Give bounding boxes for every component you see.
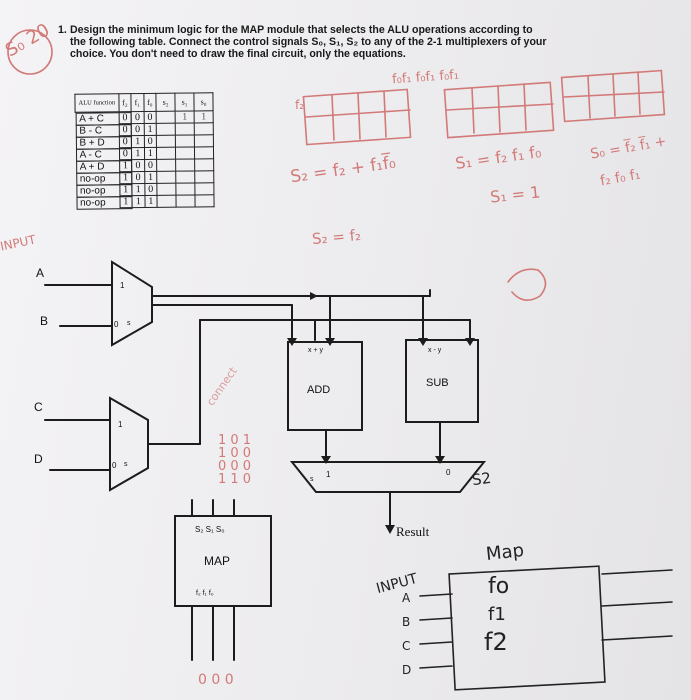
sub-block xyxy=(405,339,479,423)
margin-scribble xyxy=(507,268,547,301)
side-bit-row: 1 0 1 xyxy=(218,433,252,448)
input-d-label: D xyxy=(34,452,43,466)
result-label: Result xyxy=(396,524,430,539)
mux-top-shape xyxy=(111,260,153,347)
mux-bottom-shape xyxy=(109,396,149,492)
question-text: 1. Design the minimum logic for the MAP … xyxy=(58,24,590,60)
sub-label: SUB xyxy=(426,377,449,389)
input-c-label: C xyxy=(34,400,43,414)
hand-out-wire xyxy=(601,569,673,575)
question-line-2: the following table. Connect the control… xyxy=(70,36,547,48)
side-bit-row: 1 1 0 xyxy=(218,472,252,487)
hand-out-wire xyxy=(601,635,673,641)
s2-output-note: S2 xyxy=(470,468,493,490)
map-select-labels: S₂ S₁ S₀ xyxy=(195,525,225,534)
hand-wire-c xyxy=(419,641,453,645)
kmap-2-grid xyxy=(446,103,554,111)
arrow-add-x xyxy=(287,338,297,346)
handwritten-map-title: Map xyxy=(485,540,525,565)
arrow-sub-out xyxy=(435,456,445,464)
arrow-add-out xyxy=(321,456,331,464)
out-mux-sel: s xyxy=(310,476,314,483)
mux-bottom-in0: 0 xyxy=(112,461,117,470)
arrow-sub-x xyxy=(418,338,428,346)
kmap-2-grid xyxy=(471,87,475,134)
output-bits-note: 0 0 0 xyxy=(198,672,234,688)
hand-input-a: A xyxy=(402,591,411,605)
map-label: MAP xyxy=(204,554,231,568)
handwritten-inputs: A B C D xyxy=(402,586,411,682)
arrow-add-y xyxy=(325,338,335,346)
input-a-label: A xyxy=(36,266,45,280)
hand-input-b: B xyxy=(402,615,411,629)
hand-input-c: C xyxy=(402,639,411,653)
question-number: 1. xyxy=(58,24,67,36)
mux-top-in1: 1 xyxy=(120,281,125,290)
out-mux-in0: 0 xyxy=(446,468,451,477)
hand-wire-a xyxy=(419,593,453,597)
handwritten-f0: fo xyxy=(488,574,510,599)
handwritten-f1: f1 xyxy=(488,604,506,625)
mux-bottom-sel: s xyxy=(124,461,128,468)
handwritten-f2: f2 xyxy=(484,628,508,656)
kmap-1 xyxy=(302,88,412,146)
map-block xyxy=(174,515,272,607)
kmap-side-note: f₂ xyxy=(295,98,305,112)
question-line-3: choice. You don't need to draw the final… xyxy=(70,48,406,60)
map-input-labels: f₂ f₁ f₀ xyxy=(196,590,214,597)
mux-top-sel: s xyxy=(127,320,131,327)
hand-wire-b xyxy=(419,617,453,621)
handwritten-map-box xyxy=(448,565,606,691)
input-b-label: B xyxy=(40,314,49,328)
kmap-1-grid xyxy=(305,109,411,118)
kmap-2-grid xyxy=(497,85,501,133)
kmap-1-grid xyxy=(383,90,387,138)
sub-ports-label: x - y xyxy=(428,347,442,354)
mux-top-in0: 0 xyxy=(114,320,119,329)
kmap-3-grid xyxy=(563,91,665,98)
hand-input-d: D xyxy=(402,663,412,677)
hand-out-wire xyxy=(601,601,673,607)
add-label: ADD xyxy=(307,384,331,396)
kmap-1-grid xyxy=(357,92,361,140)
question-line-1: Design the minimum logic for the MAP mod… xyxy=(70,24,533,36)
arrow-sub-y xyxy=(465,338,475,346)
kmap-3-grid xyxy=(587,75,591,119)
side-bit-row: 1 0 0 xyxy=(218,446,252,461)
kmap-1-grid xyxy=(331,94,335,141)
margin-scribble xyxy=(7,29,53,75)
side-bit-notes: 1 0 1 1 0 0 0 0 0 1 1 0 xyxy=(218,434,258,486)
arrow-result xyxy=(385,525,395,534)
out-mux-in1: 1 xyxy=(326,470,331,479)
output-mux-shape xyxy=(289,461,487,493)
arrow-bus xyxy=(310,292,318,300)
hand-wire-d xyxy=(419,665,453,669)
mux-bottom-in1: 1 xyxy=(118,420,123,429)
add-ports-label: x + y xyxy=(308,347,323,354)
side-bit-row: 0 0 0 xyxy=(218,459,252,474)
kmap-2-grid xyxy=(523,83,527,131)
